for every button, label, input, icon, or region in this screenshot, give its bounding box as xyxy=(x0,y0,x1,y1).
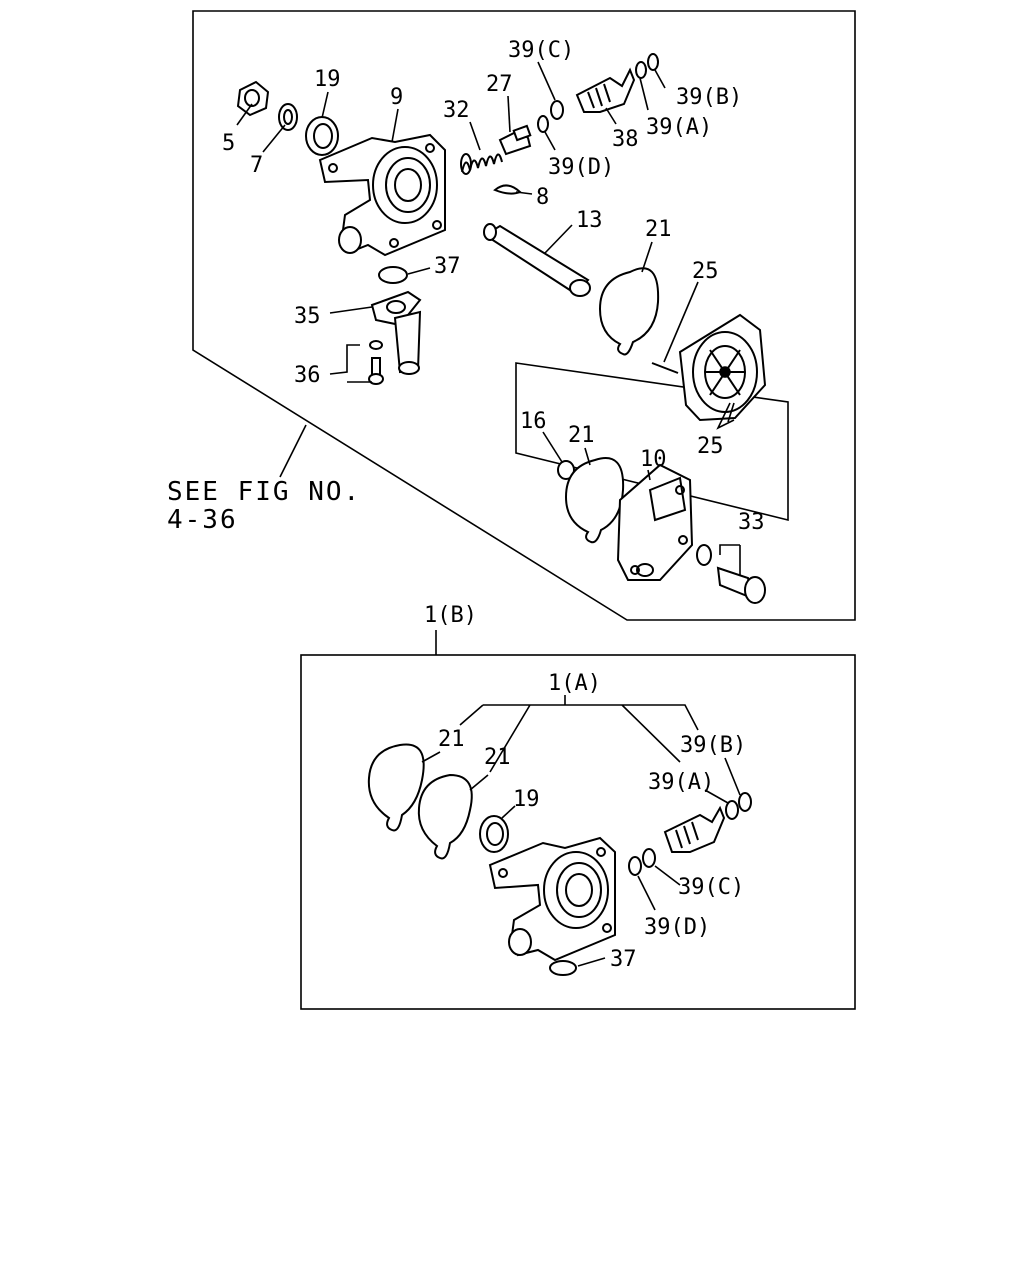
kit-oring-39c xyxy=(642,848,656,868)
part-valve-27 xyxy=(498,124,532,156)
part-rotor-plate xyxy=(678,313,767,422)
label-kit-37: 37 xyxy=(610,947,637,972)
part-oring-39c xyxy=(550,100,564,120)
kit-gasket-21a xyxy=(367,743,425,832)
label-5: 5 xyxy=(222,131,235,156)
part-spring-32 xyxy=(460,153,503,175)
kit-oring-39b xyxy=(738,792,752,812)
label-16: 16 xyxy=(520,409,547,434)
part-oring-39d xyxy=(537,115,549,133)
label-kit-19: 19 xyxy=(513,787,540,812)
label-kit-39a: 39(A) xyxy=(648,770,714,795)
kit-oring-39d xyxy=(628,856,642,876)
part-gasket-21b xyxy=(564,457,625,544)
kit-oring-39a xyxy=(725,800,739,820)
part-nut-5 xyxy=(236,80,270,117)
label-33: 33 xyxy=(738,510,765,535)
kit-labels: 21 21 19 39(B) 39(A) 39(C) 39(D) 37 xyxy=(438,727,746,972)
kit-connector xyxy=(663,805,726,853)
see-fig-note: SEE FIG NO. 4-36 xyxy=(167,477,361,535)
part-seal-19 xyxy=(305,116,339,156)
part-pump-body-9 xyxy=(318,133,446,257)
part-bolt-33 xyxy=(696,544,766,604)
label-27: 27 xyxy=(486,72,513,97)
label-39c: 39(C) xyxy=(508,38,574,63)
label-19: 19 xyxy=(314,67,341,92)
label-kit-39c: 39(C) xyxy=(678,875,744,900)
label-9: 9 xyxy=(390,85,403,110)
label-kit-21a: 21 xyxy=(438,727,465,752)
upper-leaders xyxy=(236,61,741,575)
part-washer-7 xyxy=(278,103,298,131)
label-35: 35 xyxy=(294,304,321,329)
label-36: 36 xyxy=(294,363,321,388)
part-oring-39b xyxy=(647,53,659,71)
label-kit-39b: 39(B) xyxy=(680,733,746,758)
kit-seal-19 xyxy=(479,815,509,853)
label-39d: 39(D) xyxy=(548,155,614,180)
label-7: 7 xyxy=(250,153,263,178)
see-fig-line1: SEE FIG NO. xyxy=(167,477,361,507)
part-connector-38 xyxy=(575,67,636,113)
label-13: 13 xyxy=(576,208,603,233)
part-cover-10 xyxy=(616,463,694,581)
label-25a: 25 xyxy=(692,259,719,284)
label-8: 8 xyxy=(536,185,549,210)
label-21: 21 xyxy=(645,217,672,242)
label-kit-39d: 39(D) xyxy=(644,915,710,940)
see-fig-line2: 4-36 xyxy=(167,505,238,535)
label-39a: 39(A) xyxy=(646,115,712,140)
part-shaft-13 xyxy=(483,223,591,297)
kit-frame: 1(B) 1(A) xyxy=(300,603,856,1010)
label-25b: 25 xyxy=(697,434,724,459)
kit-gasket-21b xyxy=(417,773,473,860)
kit-oring-37 xyxy=(549,960,577,976)
kit-leaders xyxy=(421,751,741,967)
label-32: 32 xyxy=(443,98,470,123)
label-10: 10 xyxy=(640,447,667,472)
label-21b: 21 xyxy=(568,423,595,448)
label-1a: 1(A) xyxy=(548,671,601,696)
label-1b: 1(B) xyxy=(424,603,477,628)
part-oring-37 xyxy=(378,266,408,284)
kit-pump-body xyxy=(488,836,616,962)
part-ring-16 xyxy=(557,460,575,480)
part-oring-39a xyxy=(635,61,647,79)
part-fitting-35 xyxy=(370,290,422,375)
label-kit-21b: 21 xyxy=(484,745,511,770)
part-pin-25 xyxy=(651,362,679,374)
part-gasket-21 xyxy=(598,267,660,356)
upper-labels: 5 7 19 9 32 27 39(C) 39(B) 39(A) 38 39(D… xyxy=(222,38,765,535)
part-bolt-36 xyxy=(368,340,384,385)
label-39b: 39(B) xyxy=(676,85,742,110)
label-38: 38 xyxy=(612,127,639,152)
label-37: 37 xyxy=(434,254,461,279)
